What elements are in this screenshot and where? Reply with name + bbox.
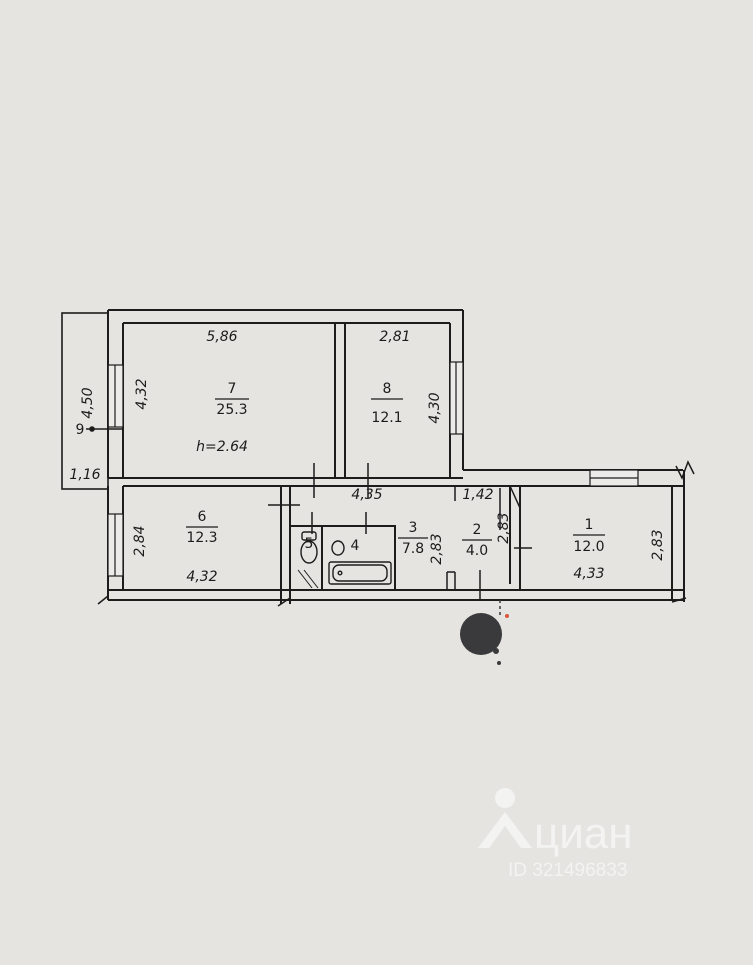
dim-room1-depth: 2,83 [650,529,666,560]
room-4-number: 4 [351,538,360,554]
room-7-area: 25.3 [216,402,247,418]
walls [107,309,685,604]
toilet-icon [300,531,318,564]
dim-room7-width: 5,86 [206,329,237,345]
room-1-label: 1 12.0 [573,517,605,555]
bathroom-fixtures [297,531,392,589]
location-marker [460,600,509,665]
sink-icon [331,540,345,556]
break-symbol [675,460,695,480]
room-2-label: 2 4.0 [462,522,492,559]
cian-logo-icon [478,788,532,848]
corner-hatch [297,569,319,589]
room-6-number: 6 [198,509,207,525]
dim-room7-depth: 4,32 [134,378,150,409]
room-2-area: 4.0 [466,543,488,559]
window-room6 [107,513,124,577]
windows [107,361,639,577]
window-room8 [449,361,464,435]
dim-room6-depth: 2,84 [132,525,148,556]
room-7-label: 7 25.3 h=2.64 [196,381,249,455]
dim-balcony-width: 1,16 [69,467,100,483]
dim-room8-depth: 4,30 [427,392,443,423]
dim-room8-width: 2,81 [379,329,410,345]
room-8-label: 8 12.1 [371,381,403,426]
room-8-number: 8 [383,381,392,397]
door-marks [97,463,687,607]
room-3-number: 3 [409,520,418,536]
dim-hall-width: 2,83 [429,533,445,564]
dim-room6-width: 4,32 [186,569,217,585]
balcony [61,312,123,490]
room-9-number: 9 [76,422,85,438]
dim-hall-length: 4,35 [351,487,382,503]
watermark-id: ID 321496833 [508,860,627,881]
watermark-brand: циан [534,809,633,858]
room-6-area: 12.3 [186,530,217,546]
dimension-labels: 5,86 2,81 4,32 4,30 4,50 1,16 4,35 1,42 … [69,329,666,585]
room-8-area: 12.1 [371,410,402,426]
room-3-label: 3 7.8 [398,520,428,557]
dim-room1-width: 4,33 [573,566,604,582]
window-room7 [107,364,124,428]
room-5-number: 5 [305,536,314,552]
room-3-area: 7.8 [402,541,424,557]
ceiling-height: h=2.64 [196,439,248,455]
window-room1 [589,469,639,487]
dim-balcony-length: 4,50 [80,387,96,418]
room-7-number: 7 [228,381,237,397]
room-6-label: 6 12.3 [186,509,218,546]
bathtub-icon [328,561,392,585]
dim-entry-depth: 2,83 [496,512,512,543]
dim-entry-width: 1,42 [462,487,493,503]
room-1-area: 12.0 [573,539,604,555]
watermark: циан ID 321496833 [478,788,633,881]
room-2-number: 2 [473,522,482,538]
room-1-number: 1 [585,517,594,533]
